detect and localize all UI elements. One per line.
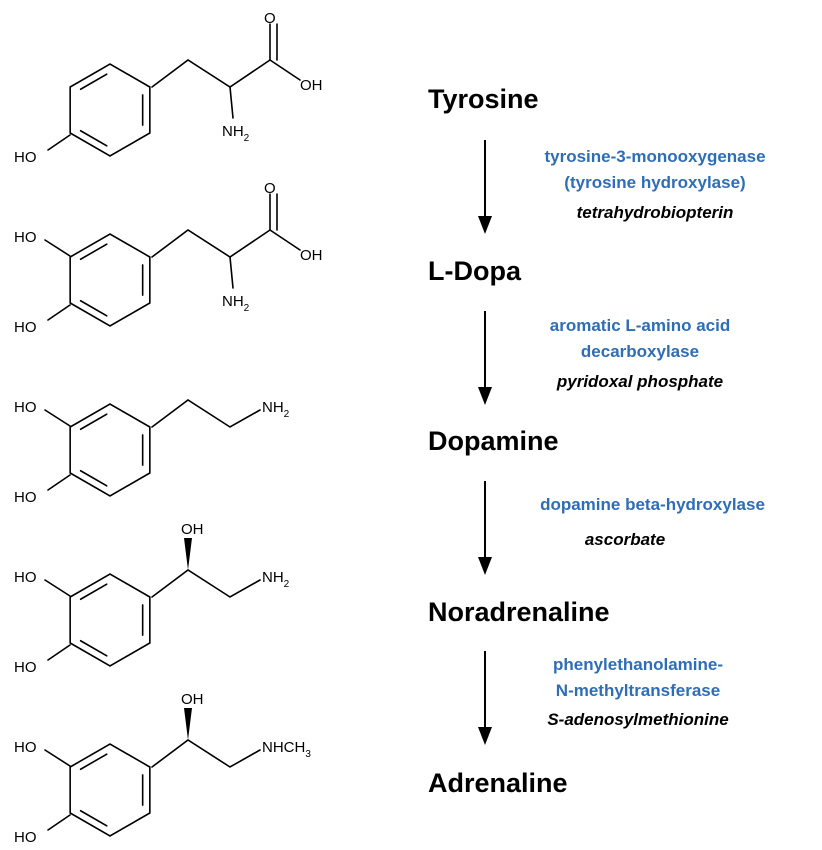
enzyme-line: tyrosine-3-monooxygenase [544, 147, 766, 166]
enzyme-line: aromatic L-amino acid [549, 316, 731, 335]
ring-double-bond [79, 469, 108, 487]
hydroxyl-label: OH [300, 77, 323, 94]
ring-outline [69, 403, 151, 497]
oxygen-label: O [264, 180, 276, 197]
enzyme-line: decarboxylase [580, 342, 700, 361]
benzene-ring [69, 573, 151, 667]
hydroxyl-label: HO [14, 569, 37, 586]
ring-double-bond [79, 73, 108, 91]
hydroxyl-label: HO [14, 319, 37, 336]
ring-double-bond [79, 809, 108, 827]
enzyme-line: (tyrosine hydroxylase) [564, 173, 746, 192]
ring-double-bond [79, 299, 108, 317]
cofactor-tetrahydrobiopterin: tetrahydrobiopterin [576, 203, 734, 222]
reaction-arrow [474, 651, 496, 745]
ring-outline [69, 573, 151, 667]
hydroxyl-label: HO [14, 149, 37, 166]
hydroxyl-label: HO [14, 659, 37, 676]
oxygen-label: O [264, 10, 276, 27]
compound-dopamine: Dopamine [428, 426, 559, 456]
compound-tyrosine: Tyrosine [428, 84, 539, 114]
noradrenaline-structure: OH NH2 HO HO [14, 521, 290, 676]
ring-outline [69, 743, 151, 837]
benzene-ring [69, 233, 151, 327]
hydroxyl-label: HO [14, 229, 37, 246]
ring-double-bond [79, 243, 108, 261]
amine-label: NH2 [262, 569, 290, 590]
l-dopa-structure: O OH NH2 HO HO [14, 180, 323, 336]
reaction-arrow [474, 481, 496, 575]
benzene-ring [69, 403, 151, 497]
wedge-bond [184, 708, 192, 740]
ring-double-bond [79, 639, 108, 657]
hydroxyl-label: HO [14, 829, 37, 846]
amine-label: NH2 [222, 123, 250, 144]
ring-outline [69, 233, 151, 327]
compound-noradrenaline: Noradrenaline [428, 597, 610, 627]
adrenaline-structure: OH NHCH3 HO HO [14, 691, 311, 846]
enzyme-pnmt: phenylethanolamine- N-methyltransferase [488, 652, 788, 704]
enzyme-line: dopamine beta-hydroxylase [540, 495, 765, 514]
methylamine-label: NHCH3 [262, 739, 311, 760]
enzyme-line: N-methyltransferase [555, 681, 721, 700]
compound-l-dopa: L-Dopa [428, 256, 521, 286]
wedge-bond [184, 538, 192, 570]
tyrosine-structure: O OH NH2 HO [14, 10, 323, 166]
reaction-arrow [474, 140, 496, 234]
ring-double-bond [79, 583, 108, 601]
hydroxyl-label: OH [300, 247, 323, 264]
enzyme-line: phenylethanolamine- [552, 655, 724, 674]
compound-adrenaline: Adrenaline [428, 768, 568, 798]
enzyme-aadc: aromatic L-amino acid decarboxylase [490, 313, 790, 365]
hydroxyl-label: HO [14, 739, 37, 756]
hydroxyl-label: OH [181, 521, 204, 538]
amine-label: NH2 [262, 399, 290, 420]
amine-label: NH2 [222, 293, 250, 314]
cofactor-sam: S-adenosylmethionine [547, 710, 729, 729]
chemical-structures: O OH NH2 HO O OH NH2 HO HO NH2 HO HO OH … [14, 10, 323, 846]
benzene-ring [69, 63, 151, 157]
hydroxyl-label: HO [14, 399, 37, 416]
enzyme-dopamine-beta-hydroxylase: dopamine beta-hydroxylase [500, 492, 805, 518]
reaction-arrow [474, 311, 496, 405]
benzene-ring [69, 743, 151, 837]
ring-outline [69, 63, 151, 157]
hydroxyl-label: HO [14, 489, 37, 506]
cofactor-ascorbate: ascorbate [584, 530, 666, 549]
ring-double-bond [79, 413, 108, 431]
dopamine-structure: NH2 HO HO [14, 399, 290, 506]
enzyme-tyrosine-hydroxylase: tyrosine-3-monooxygenase (tyrosine hydro… [505, 144, 805, 196]
cofactor-pyridoxal-phosphate: pyridoxal phosphate [556, 372, 724, 391]
ring-double-bond [79, 753, 108, 771]
hydroxyl-label: OH [181, 691, 204, 708]
ring-double-bond [79, 129, 108, 147]
